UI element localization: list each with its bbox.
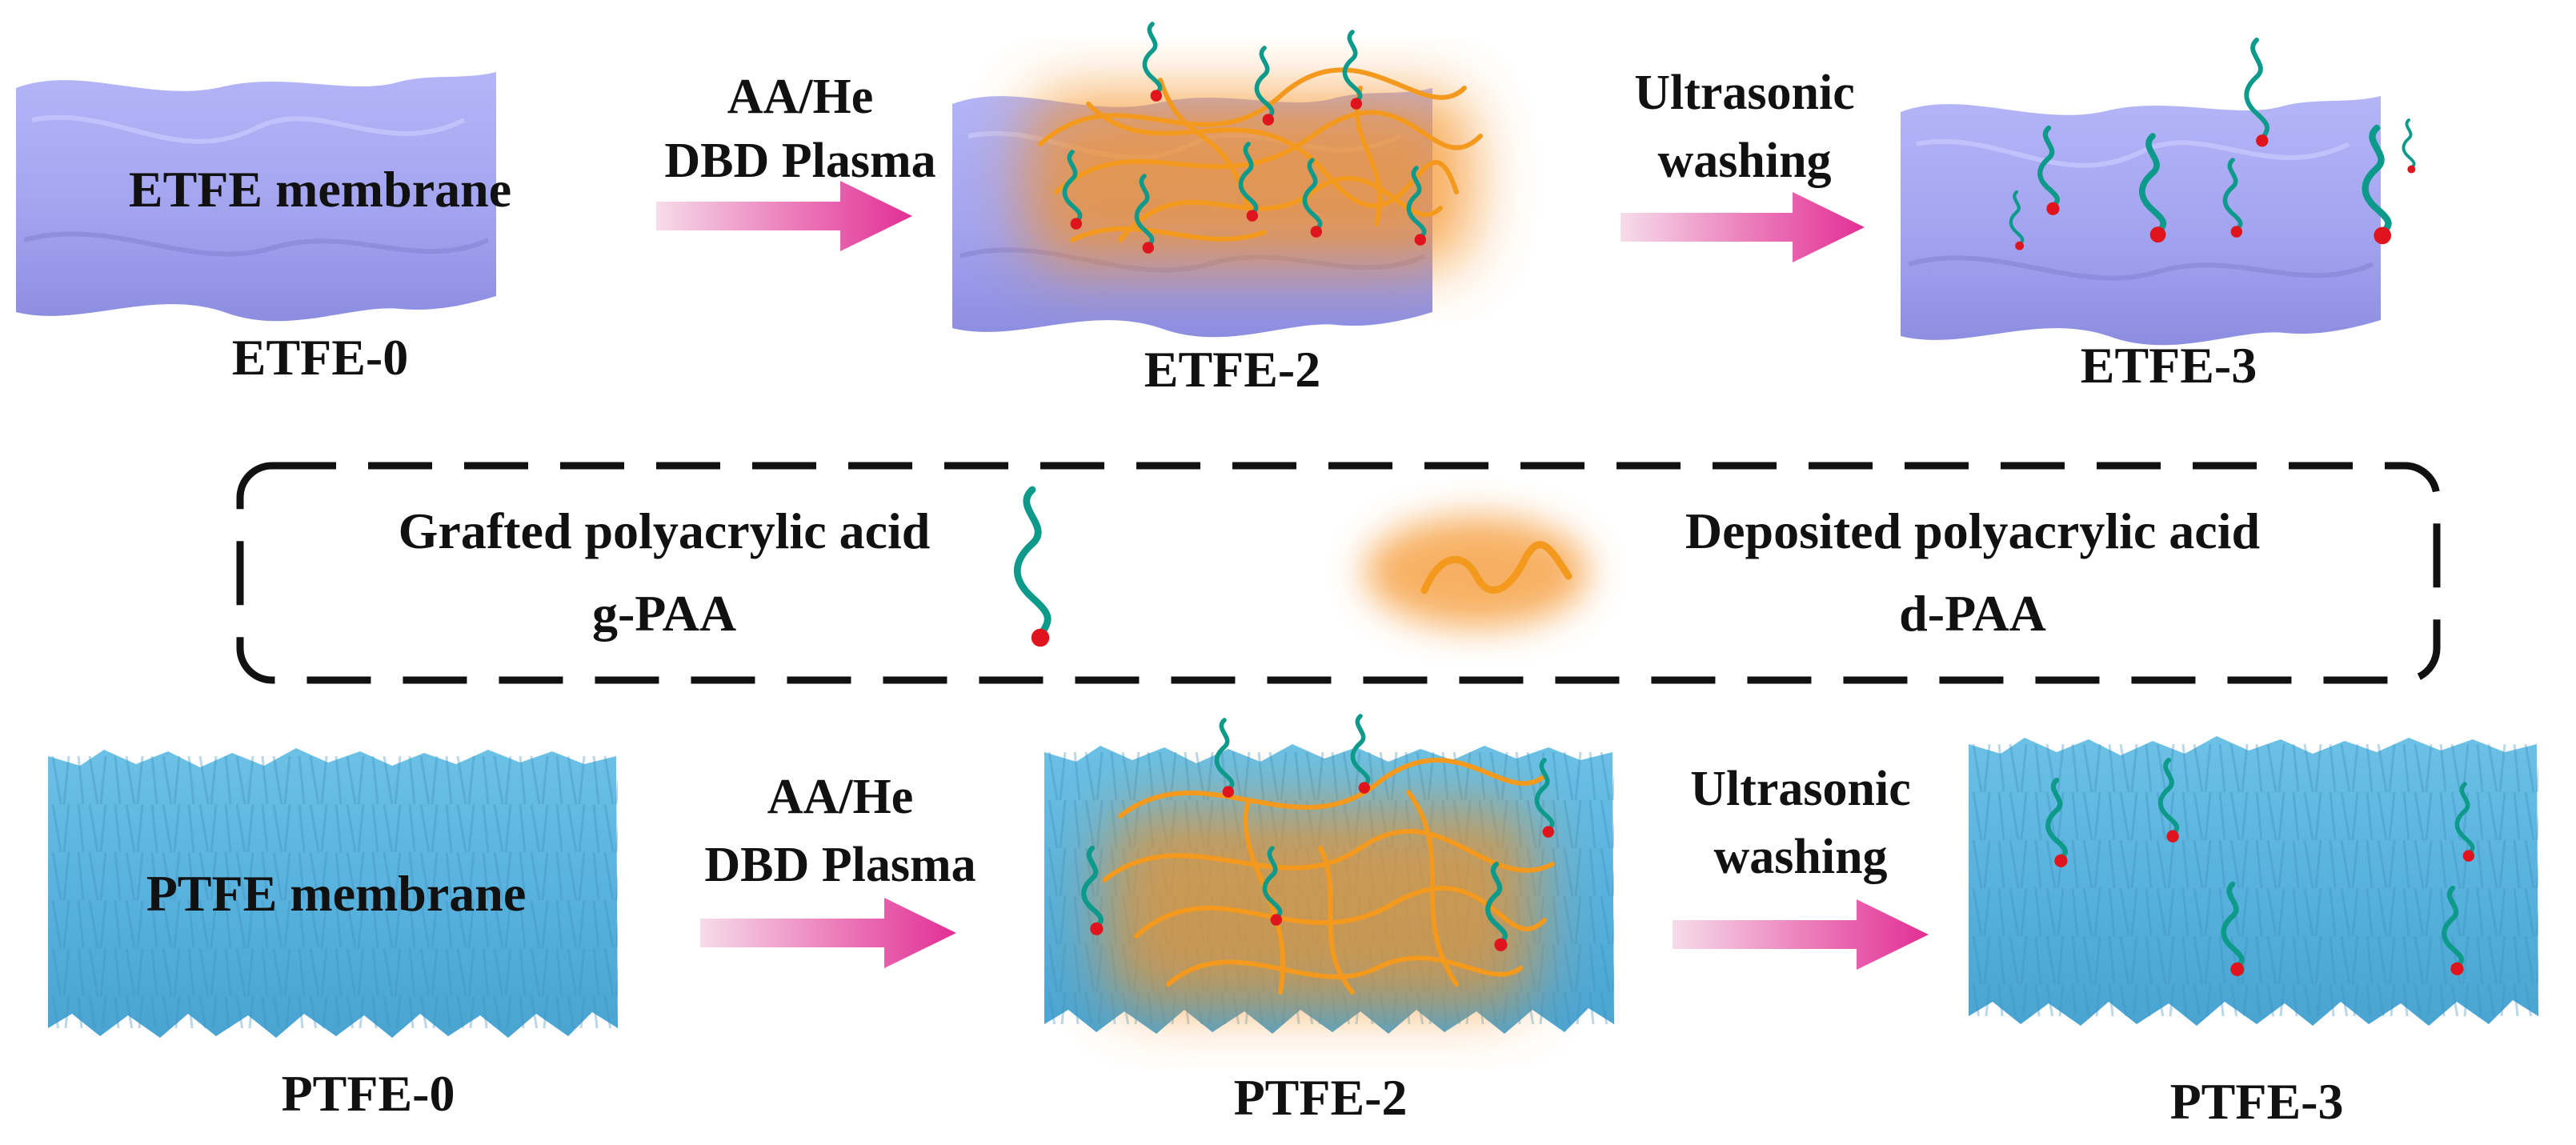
plasma-step-line1-etfe: AA/He bbox=[727, 70, 874, 124]
legend-box bbox=[236, 462, 2441, 684]
etfe-3-membrane bbox=[1901, 96, 2381, 345]
plasma-arrow-ptfe bbox=[700, 898, 956, 968]
wash-step-line2-etfe: washing bbox=[1657, 134, 1832, 188]
legend-deposited-icon bbox=[1364, 516, 1588, 628]
wash-step-line1-ptfe: Ultrasonic bbox=[1690, 762, 1911, 816]
wash-arrow-etfe bbox=[1621, 192, 1865, 262]
ptfe-0-label: PTFE-0 bbox=[281, 1065, 455, 1122]
plasma-step-line2-etfe: DBD Plasma bbox=[664, 134, 936, 188]
etfe-2-label: ETFE-2 bbox=[1144, 341, 1321, 398]
etfe-membrane-label: ETFE membrane bbox=[128, 161, 512, 218]
legend-grafted-abbrev: g-PAA bbox=[591, 585, 737, 642]
wash-step-line2-ptfe: washing bbox=[1713, 830, 1888, 884]
ptfe-membrane-label: PTFE membrane bbox=[146, 865, 527, 922]
wash-arrow-ptfe bbox=[1673, 899, 1929, 970]
ptfe-3-label: PTFE-3 bbox=[2169, 1073, 2344, 1130]
legend-deposited-name: Deposited polyacrylic acid bbox=[1685, 502, 2261, 559]
etfe-3-label: ETFE-3 bbox=[2080, 337, 2258, 394]
etfe-0-label: ETFE-0 bbox=[231, 329, 409, 386]
legend-grafted-name: Grafted polyacrylic acid bbox=[398, 502, 931, 559]
legend-deposited-abbrev: d-PAA bbox=[1899, 585, 2046, 642]
plasma-arrow-etfe bbox=[656, 181, 912, 251]
plasma-step-line1-ptfe: AA/He bbox=[767, 770, 914, 824]
plasma-step-line2-ptfe: DBD Plasma bbox=[704, 838, 976, 892]
ptfe-2-deposit-glow bbox=[1104, 808, 1536, 1008]
wash-step-line1-etfe: Ultrasonic bbox=[1634, 66, 1855, 120]
ptfe-2-label: PTFE-2 bbox=[1233, 1069, 1408, 1126]
